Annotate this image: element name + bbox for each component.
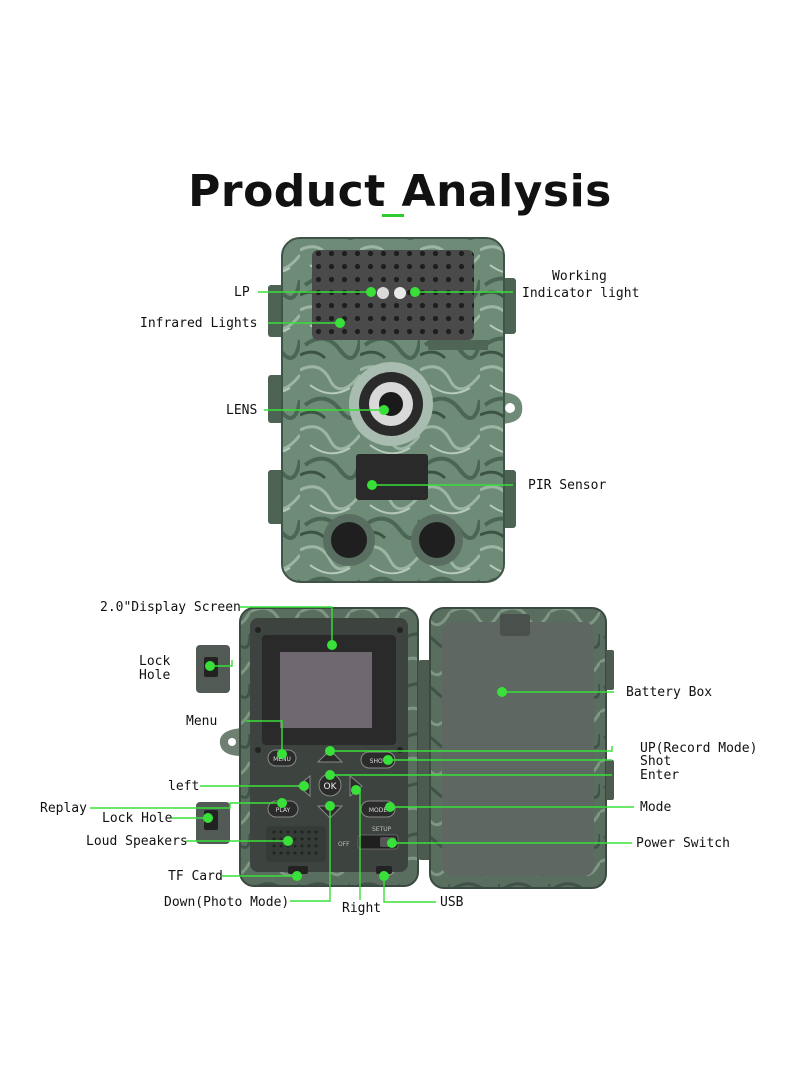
label-lock-top-2: Hole <box>139 668 171 683</box>
label-lock-top-1: Lock <box>139 654 171 669</box>
off-label: OFF <box>338 841 350 848</box>
label-left: left <box>168 779 200 794</box>
camera-open: MENU SHOT OK PLAY MODE SETUP OFF <box>196 607 614 889</box>
label-enter: Enter <box>640 768 680 783</box>
label-shot: Shot <box>640 754 672 769</box>
strap-hole <box>505 403 515 413</box>
label-working: Working <box>552 269 607 284</box>
label-display-screen: 2.0"Display Screen <box>100 600 241 615</box>
label-usb: USB <box>440 895 464 910</box>
replay-button-label: PLAY <box>276 807 291 814</box>
label-lens: LENS <box>226 403 258 418</box>
ok-button-label: OK <box>324 782 338 792</box>
setup-label: SETUP <box>372 826 392 833</box>
label-lock-hole: Lock Hole <box>102 811 173 826</box>
label-tf-card: TF Card <box>168 869 223 884</box>
door-edge-tab <box>606 760 614 800</box>
strap-hole <box>228 738 236 746</box>
label-replay: Replay <box>40 801 87 816</box>
mode-button-label: MODE <box>369 807 388 814</box>
ir-disc-core <box>419 522 455 558</box>
page-title: Product Analysis <box>188 166 612 217</box>
speaker-grille <box>266 826 326 862</box>
tf-card-slot[interactable] <box>288 866 308 874</box>
label-right: Right <box>342 901 382 916</box>
working-led <box>394 287 406 299</box>
label-pir-sensor: PIR Sensor <box>528 478 607 493</box>
panel-ridge <box>428 340 488 350</box>
battery-box <box>442 622 594 876</box>
pir-sensor <box>356 454 428 500</box>
title-underline <box>382 214 404 217</box>
label-battery-box: Battery Box <box>626 685 713 700</box>
label-up: UP(Record Mode) <box>640 741 758 756</box>
label-power-switch: Power Switch <box>636 836 730 851</box>
ir-disc-core <box>331 522 367 558</box>
shot-button-label: SHOT <box>370 758 387 765</box>
menu-button-label: MENU <box>273 756 291 763</box>
label-menu: Menu <box>186 714 218 729</box>
battery-latch <box>500 614 530 636</box>
callout-dots <box>203 287 507 881</box>
label-infrared-lights: Infrared Lights <box>140 316 258 331</box>
label-indicator-light: Indicator light <box>522 286 640 301</box>
usb-port[interactable] <box>376 866 392 874</box>
label-loud-speakers: Loud Speakers <box>86 834 188 849</box>
display-screen <box>280 652 372 728</box>
callout-lines <box>90 291 634 903</box>
door-edge-tab <box>606 650 614 690</box>
label-lp: LP <box>234 285 250 300</box>
lp-led <box>377 287 389 299</box>
label-mode: Mode <box>640 800 672 815</box>
infrared-panel <box>312 250 474 340</box>
label-down: Down(Photo Mode) <box>164 895 290 910</box>
